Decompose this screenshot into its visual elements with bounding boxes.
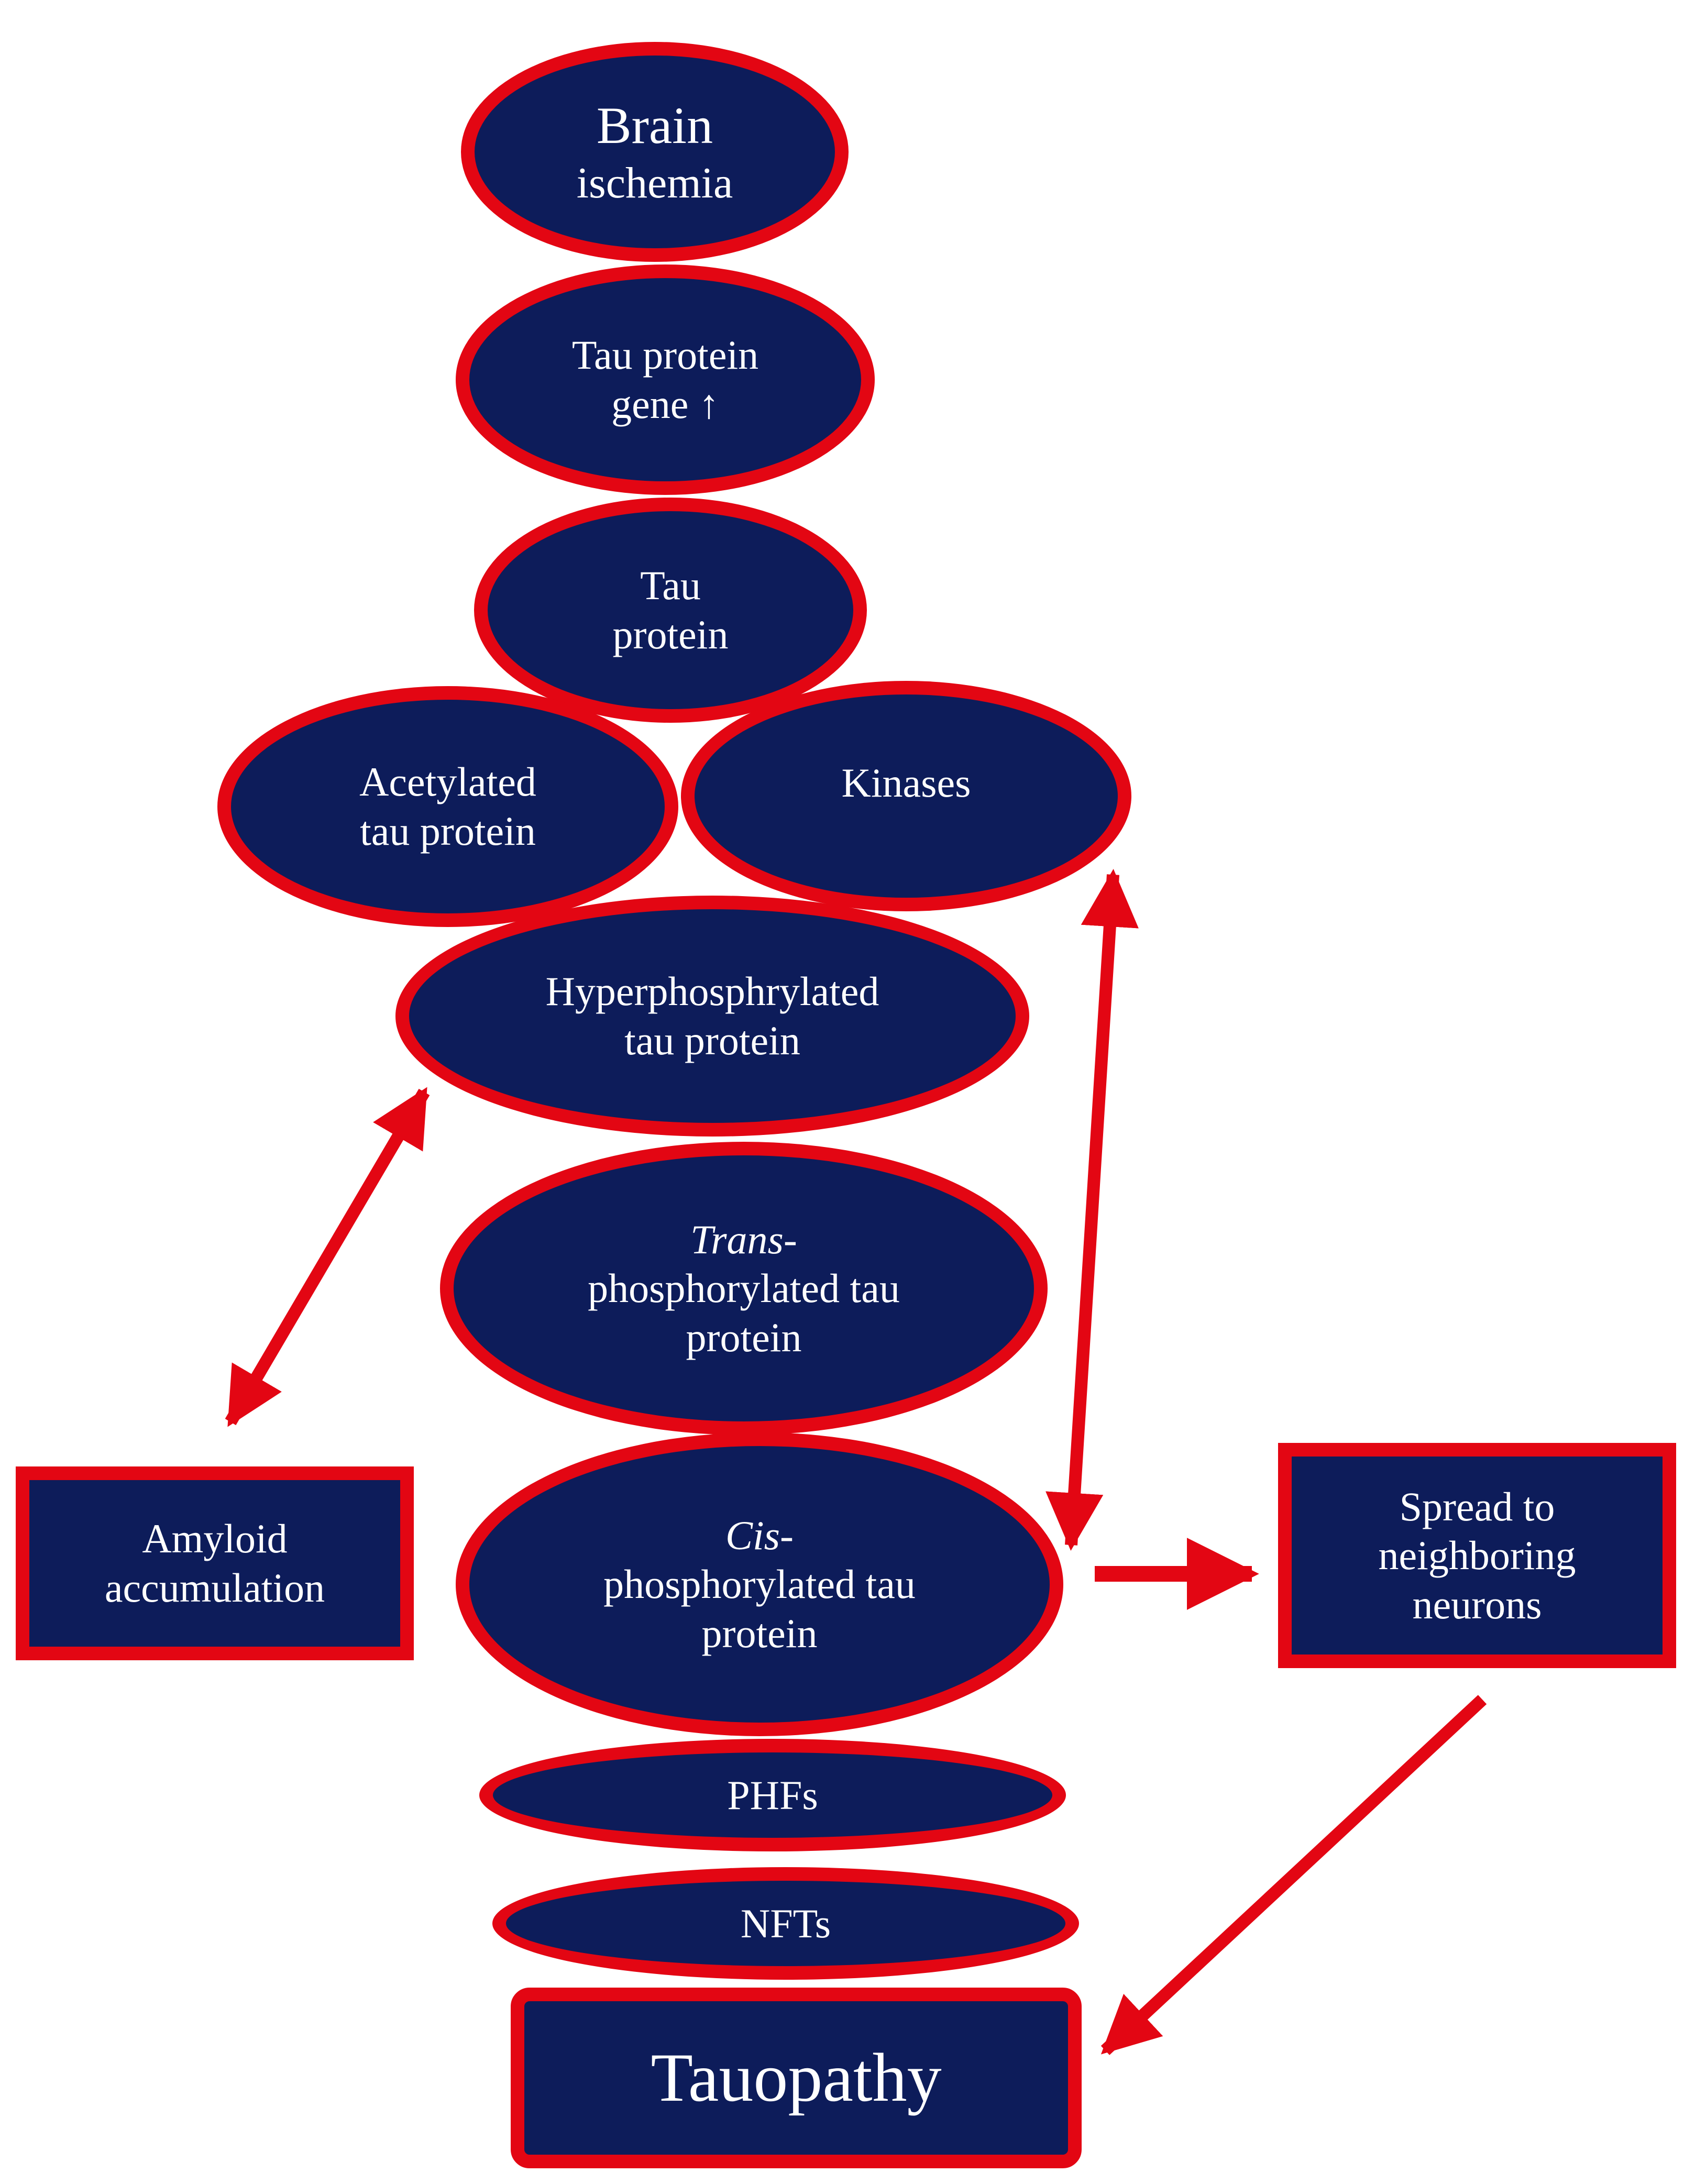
node-spread-to-neighboring-neurons: Spread to neighboring neurons: [1278, 1443, 1676, 1668]
label-line: Tauopathy: [651, 2039, 942, 2116]
node-tau-protein: Tau protein: [474, 498, 867, 723]
node-acetylated-tau-protein: Acetylated tau protein: [217, 686, 678, 927]
label-line: Spread to: [1399, 1483, 1555, 1529]
label-line: Amyloid: [142, 1516, 288, 1562]
arrow-hyperphos-amyloid: [225, 1087, 430, 1427]
label-line: Acetylated: [359, 759, 536, 805]
label-line: tau protein: [624, 1018, 800, 1063]
label-line: Hyperphosphrylated: [545, 968, 879, 1014]
node-tau-protein-gene: Tau protein gene ↑: [456, 264, 875, 495]
label-line: Tau protein: [571, 332, 759, 378]
label-line: Cis-: [603, 1511, 916, 1560]
label-line: ischemia: [576, 158, 733, 207]
label-line: PHFs: [727, 1772, 818, 1818]
node-kinases-label: Kinases: [842, 758, 971, 808]
node-phfs: PHFs: [479, 1739, 1066, 1851]
label-line: gene ↑: [611, 381, 719, 427]
node-tau-protein-gene-label: Tau protein gene ↑: [572, 330, 758, 428]
node-cis-label: Cis- phosphorylated tau protein: [603, 1511, 916, 1658]
node-phfs-label: PHFs: [727, 1771, 818, 1820]
node-acetylated-label: Acetylated tau protein: [359, 757, 536, 855]
node-brain-ischemia-label: Brain ischemia: [577, 94, 733, 210]
node-trans-phosphorylated-tau-protein: Trans- phosphorylated tau protein: [440, 1142, 1048, 1435]
label-line: neurons: [1412, 1581, 1542, 1627]
node-tauopathy-label: Tauopathy: [651, 2036, 941, 2119]
label-suffix: -: [780, 1512, 794, 1558]
node-tauopathy: Tauopathy: [511, 1988, 1082, 2168]
node-nfts: NFTs: [492, 1867, 1079, 1980]
node-nfts-label: NFTs: [741, 1899, 831, 1948]
label-line: protein: [686, 1314, 802, 1360]
label-line: protein: [701, 1610, 818, 1656]
label-line: phosphorylated tau: [588, 1265, 900, 1311]
label-line: neighboring: [1378, 1532, 1576, 1579]
label-line: tau protein: [360, 808, 536, 854]
node-hyperphosphrylated-tau-protein: Hyperphosphrylated tau protein: [395, 896, 1029, 1137]
node-brain-ischemia: Brain ischemia: [461, 42, 849, 262]
label-line: Kinases: [841, 760, 971, 806]
label-italic: Cis: [725, 1512, 780, 1558]
node-hyperphos-label: Hyperphosphrylated tau protein: [546, 967, 879, 1065]
label-suffix: -: [783, 1216, 797, 1262]
arrow-spread-tauopathy: [1100, 1695, 1487, 2055]
node-cis-phosphorylated-tau-protein: Cis- phosphorylated tau protein: [456, 1432, 1063, 1736]
arrow-kinases-cis: [1045, 868, 1139, 1551]
label-line: Tau: [640, 562, 701, 609]
node-amyloid-label: Amyloid accumulation: [105, 1514, 325, 1612]
node-spread-label: Spread to neighboring neurons: [1379, 1482, 1576, 1629]
node-kinases: Kinases: [681, 681, 1131, 911]
label-line: phosphorylated tau: [603, 1561, 916, 1607]
label-italic: Trans: [690, 1216, 784, 1262]
label-line: protein: [612, 612, 729, 657]
label-line: accumulation: [104, 1565, 325, 1611]
label-line: Trans-: [588, 1215, 900, 1264]
label-line: NFTs: [740, 1900, 831, 1946]
label-line: Brain: [596, 96, 713, 155]
node-trans-label: Trans- phosphorylated tau protein: [588, 1215, 900, 1362]
node-amyloid-accumulation: Amyloid accumulation: [16, 1466, 414, 1660]
node-tau-protein-label: Tau protein: [613, 561, 729, 659]
